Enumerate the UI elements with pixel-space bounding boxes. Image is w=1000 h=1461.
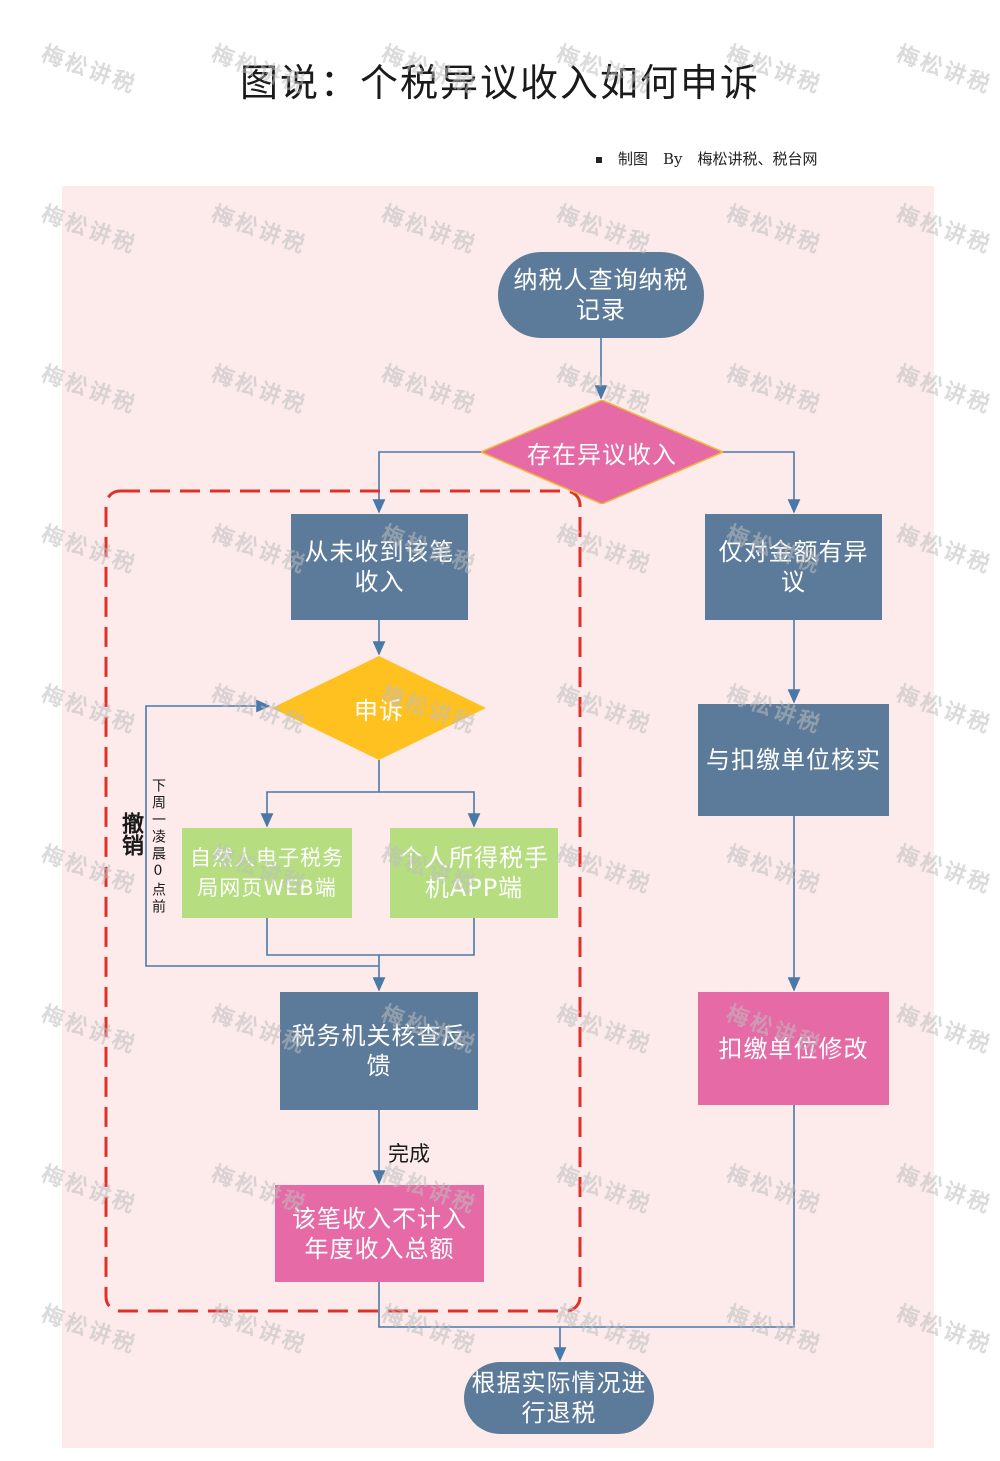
page-title: 图说：个税异议收入如何申诉: [239, 61, 760, 105]
bullet-icon: [596, 157, 602, 163]
modify-box: 扣缴单位修改: [698, 992, 889, 1105]
end-node-label: 根据实际情况进行退税: [471, 1369, 647, 1427]
web-label: 自然人电子税务局网页WEB端: [190, 846, 344, 900]
end-node: 根据实际情况进行退税: [464, 1362, 654, 1434]
done-label: 完成: [388, 1142, 430, 1166]
never-received-box: 从未收到该笔收入: [291, 514, 468, 620]
decision-diamond: 存在异议收入: [481, 400, 723, 504]
tax-review-box: 税务机关核查反馈: [280, 992, 478, 1110]
credit-line: 制图 By 梅松讲税、税台网: [596, 148, 818, 169]
decision-label: 存在异议收入: [527, 440, 677, 469]
appeal-label: 申诉: [354, 696, 404, 725]
decision-diamond-shape: [481, 400, 723, 504]
excluded-box: 该笔收入不计入年度收入总额: [275, 1185, 484, 1282]
revoke-label: 撤销: [118, 812, 143, 856]
amount-only-box: 仅对金额有异议: [705, 514, 882, 620]
revoke-dashed-region: [104, 489, 582, 1313]
amount-only-label: 仅对金额有异议: [718, 538, 869, 596]
flowchart-panel: [62, 186, 934, 1448]
verify-box: 与扣缴单位核实: [698, 704, 889, 816]
excluded-label: 该笔收入不计入年度收入总额: [292, 1204, 467, 1263]
appeal-diamond: 申诉: [272, 656, 486, 760]
deadline-label: 下周一凌晨0点前: [150, 778, 166, 916]
app-box: 个人所得税手机APP端: [390, 828, 558, 918]
start-node: 纳税人查询纳税记录: [498, 252, 704, 338]
modify-label: 扣缴单位修改: [718, 1034, 869, 1063]
never-received-label: 从未收到该笔收入: [304, 538, 455, 596]
web-box: 自然人电子税务局网页WEB端: [182, 828, 352, 918]
start-node-label: 纳税人查询纳税记录: [513, 266, 689, 324]
verify-label: 与扣缴单位核实: [706, 746, 881, 774]
credit-text: 制图 By 梅松讲税、税台网: [618, 150, 818, 168]
tax-review-label: 税务机关核查反馈: [291, 1022, 467, 1080]
app-label: 个人所得税手机APP端: [399, 844, 549, 902]
appeal-diamond-shape: [272, 656, 486, 760]
